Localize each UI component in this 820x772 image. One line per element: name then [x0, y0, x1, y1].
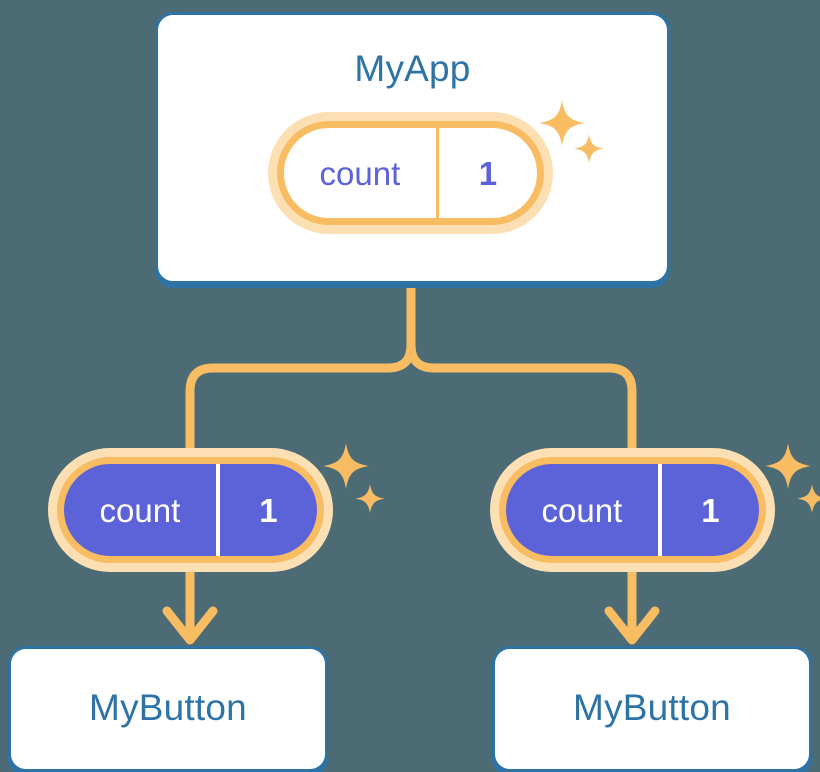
edge-tree-branch [406, 280, 637, 453]
edge-tree-branch [185, 280, 416, 453]
sparkle-star-large [323, 443, 369, 489]
state-key-label: count [541, 491, 623, 529]
state-pill-key-cell: count [64, 464, 216, 556]
state-value-label: 1 [478, 154, 498, 192]
component-card-mybutton-right[interactable]: MyButton [492, 646, 812, 772]
state-value-label: 1 [701, 491, 720, 529]
sparkle-star-small [797, 484, 820, 514]
state-pill-mybutton-left[interactable]: count 1 [48, 448, 333, 572]
state-value-label: 1 [259, 491, 278, 529]
state-pill-inner: count 1 [277, 121, 544, 225]
state-pill-value-cell: 1 [435, 128, 537, 218]
state-pill-value-cell: 1 [215, 464, 317, 556]
state-pill-key-cell: count [284, 128, 436, 218]
sparkle-star-large [765, 443, 811, 489]
state-pill-value-cell: 1 [657, 464, 759, 556]
state-pill-key-cell: count [506, 464, 658, 556]
component-title: MyApp [354, 48, 471, 89]
component-title: MyButton [89, 687, 247, 728]
arrowhead-left [162, 606, 218, 645]
state-key-label: count [99, 491, 181, 529]
arrowhead-right [604, 606, 660, 645]
state-pill-inner: count 1 [499, 457, 766, 563]
sparkle-star-small [355, 484, 385, 514]
component-card-mybutton-left[interactable]: MyButton [8, 646, 328, 772]
state-pill-mybutton-right[interactable]: count 1 [490, 448, 775, 572]
state-pill-myapp[interactable]: count 1 [268, 112, 553, 234]
component-title: MyButton [573, 687, 731, 728]
state-pill-inner: count 1 [57, 457, 324, 563]
state-key-label: count [319, 154, 401, 192]
